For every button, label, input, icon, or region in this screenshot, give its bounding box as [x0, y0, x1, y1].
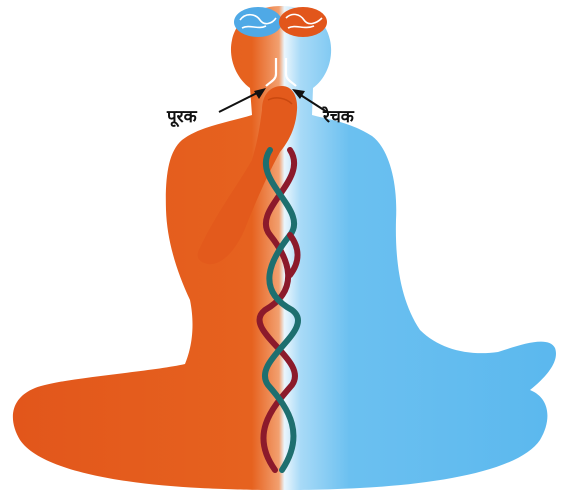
meditating-person-icon [13, 6, 556, 490]
exhale-label: रेचक [323, 104, 354, 127]
inhale-label: पूरक [167, 104, 197, 127]
